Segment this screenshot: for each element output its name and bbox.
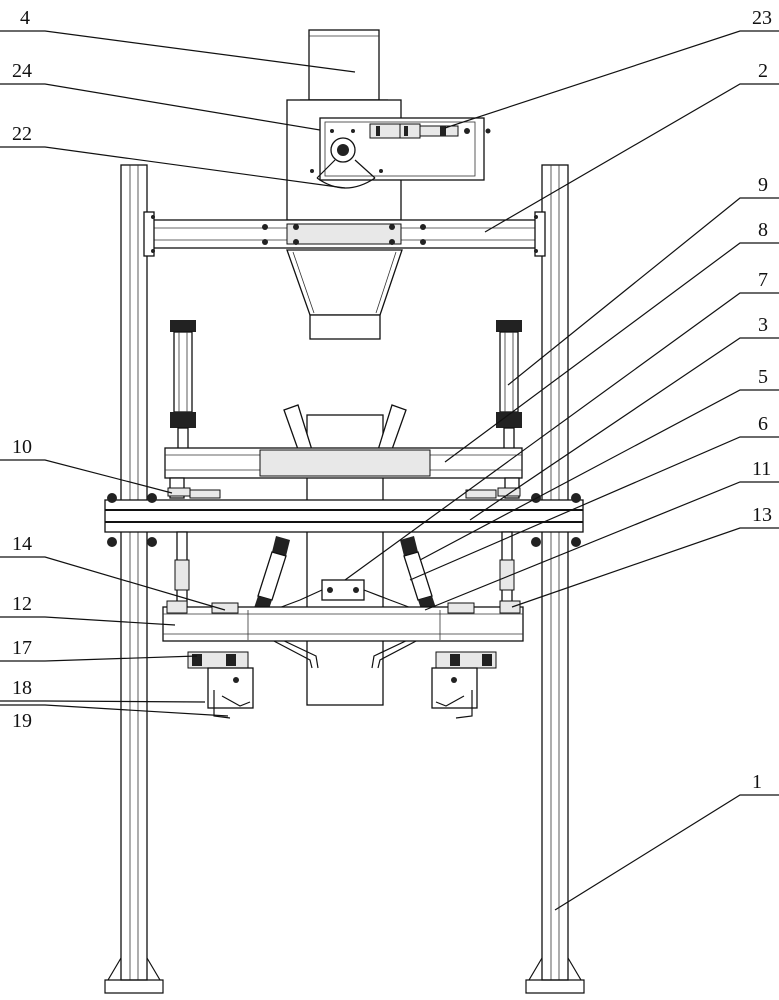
label-18: 18 (12, 677, 32, 699)
label-14: 14 (12, 533, 32, 555)
label-4: 4 (20, 7, 30, 29)
label-10: 10 (12, 436, 32, 458)
label-2: 2 (758, 60, 768, 82)
part-labels: 4 24 22 10 14 12 17 18 19 23 2 9 8 7 3 5… (12, 7, 772, 793)
left-bag-gripper (187, 651, 254, 719)
label-9: 9 (758, 174, 768, 196)
label-11: 11 (752, 458, 771, 480)
label-5: 5 (758, 366, 768, 388)
label-8: 8 (758, 219, 768, 241)
right-column (525, 164, 585, 994)
label-7: 7 (758, 269, 768, 291)
right-vertical-cylinder (496, 320, 522, 451)
label-17: 17 (12, 637, 32, 659)
upper-cross-beam (143, 211, 546, 257)
guide-rods (174, 531, 515, 608)
lower-frame (162, 600, 524, 642)
leader-lines (0, 30, 779, 911)
right-bag-gripper (431, 651, 497, 719)
left-column (104, 164, 164, 994)
hopper-funnel (286, 249, 403, 340)
feeder-box (286, 99, 491, 221)
label-12: 12 (12, 593, 32, 615)
lift-frame (164, 447, 523, 499)
label-13: 13 (752, 504, 772, 526)
left-vertical-cylinder (170, 320, 196, 451)
label-23: 23 (752, 7, 772, 29)
label-22: 22 (12, 123, 32, 145)
label-6: 6 (758, 413, 768, 435)
label-3: 3 (758, 314, 768, 336)
label-19: 19 (12, 710, 32, 732)
label-24: 24 (12, 60, 32, 82)
label-1: 1 (752, 771, 762, 793)
